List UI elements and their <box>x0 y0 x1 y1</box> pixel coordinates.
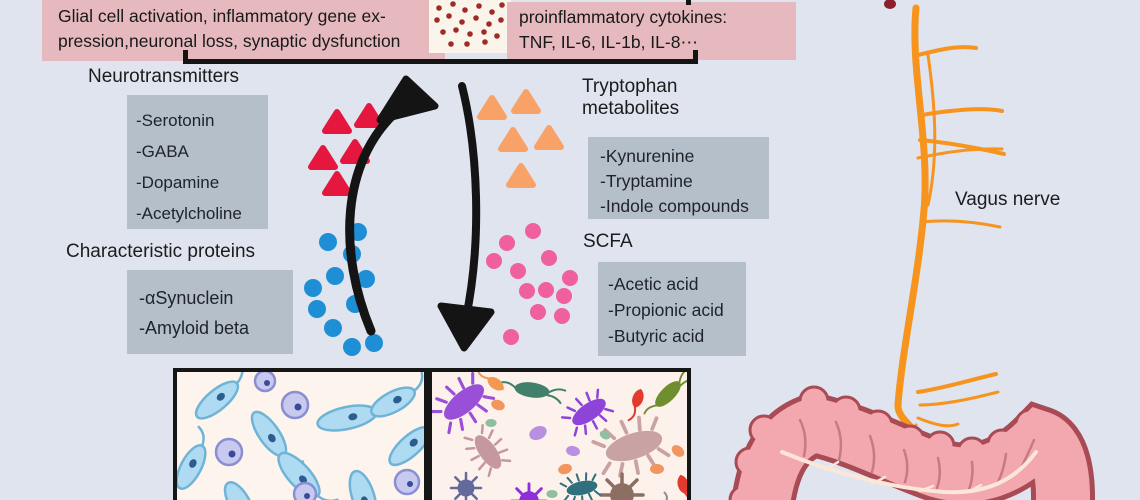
list-item: -Butyric acid <box>608 326 705 346</box>
down-arrow <box>437 82 495 352</box>
brain-effects-box: Glial cell activation, inflammatory gene… <box>42 0 445 61</box>
list-item: -Serotonin <box>136 111 215 130</box>
tryptophan-title: Tryptophan metabolites <box>582 76 679 120</box>
list-item: -Acetylcholine <box>136 204 242 223</box>
scfa-list-box: -Acetic acid -Propionic acid -Butyric ac… <box>598 262 746 356</box>
thread-bacterium <box>663 491 668 500</box>
scfa-title: SCFA <box>583 231 633 252</box>
list-item: -Acetic acid <box>608 274 699 294</box>
cytokines-line1: proinflammatory cytokines: <box>519 7 728 27</box>
red-arrow-tip <box>884 0 896 9</box>
cytokines-box: proinflammatory cytokines: TNF, IL-6, IL… <box>507 2 796 60</box>
list-item: -Dopamine <box>136 173 220 192</box>
tryptophan-markers <box>477 89 564 188</box>
cytokine-dots <box>434 1 505 47</box>
list-item: -Propionic acid <box>608 300 724 320</box>
bacteria-panel-right <box>428 368 691 500</box>
list-item: -GABA <box>136 142 189 161</box>
proteins-list-box: -αSynuclein -Amyloid beta <box>127 270 293 354</box>
vagus-nerve-label: Vagus nerve <box>955 189 1061 210</box>
healthy-microbiota-illustration <box>177 372 424 500</box>
neurotransmitters-list-box: -Serotonin -GABA -Dopamine -Acetylcholin… <box>127 95 268 229</box>
tryptophan-title-line2: metabolites <box>582 98 680 119</box>
bacteria-panel-left <box>173 368 428 500</box>
up-arrow <box>345 75 439 336</box>
list-item: -Kynurenine <box>600 146 695 166</box>
protein-markers <box>304 223 383 356</box>
tryptophan-list-box: -Kynurenine -Tryptamine -Indole compound… <box>588 137 769 219</box>
cytokine-dots-box <box>429 0 511 53</box>
list-item: -αSynuclein <box>139 288 234 308</box>
proteins-title: Characteristic proteins <box>66 241 256 262</box>
neurotransmitters-title: Neurotransmitters <box>88 66 239 87</box>
list-item: -Indole compounds <box>600 196 749 216</box>
brain-effects-line1: Glial cell activation, inflammatory gene… <box>58 6 386 26</box>
brain-section-bracket <box>183 50 698 64</box>
vagus-nerve-illustration <box>894 4 1006 448</box>
bracket-tick <box>686 0 691 5</box>
tryptophan-title-line1: Tryptophan <box>582 76 678 97</box>
cytokines-line2: TNF, IL-6, IL-1b, IL-8⋯ <box>519 32 698 52</box>
list-item: -Amyloid beta <box>139 318 250 338</box>
intestine-illustration <box>728 385 1095 500</box>
list-item: -Tryptamine <box>600 171 693 191</box>
brain-effects-line2: pression,neuronal loss, synaptic dysfunc… <box>58 31 401 51</box>
dysbiotic-microbiota-illustration <box>432 372 687 500</box>
scfa-markers <box>486 223 578 345</box>
